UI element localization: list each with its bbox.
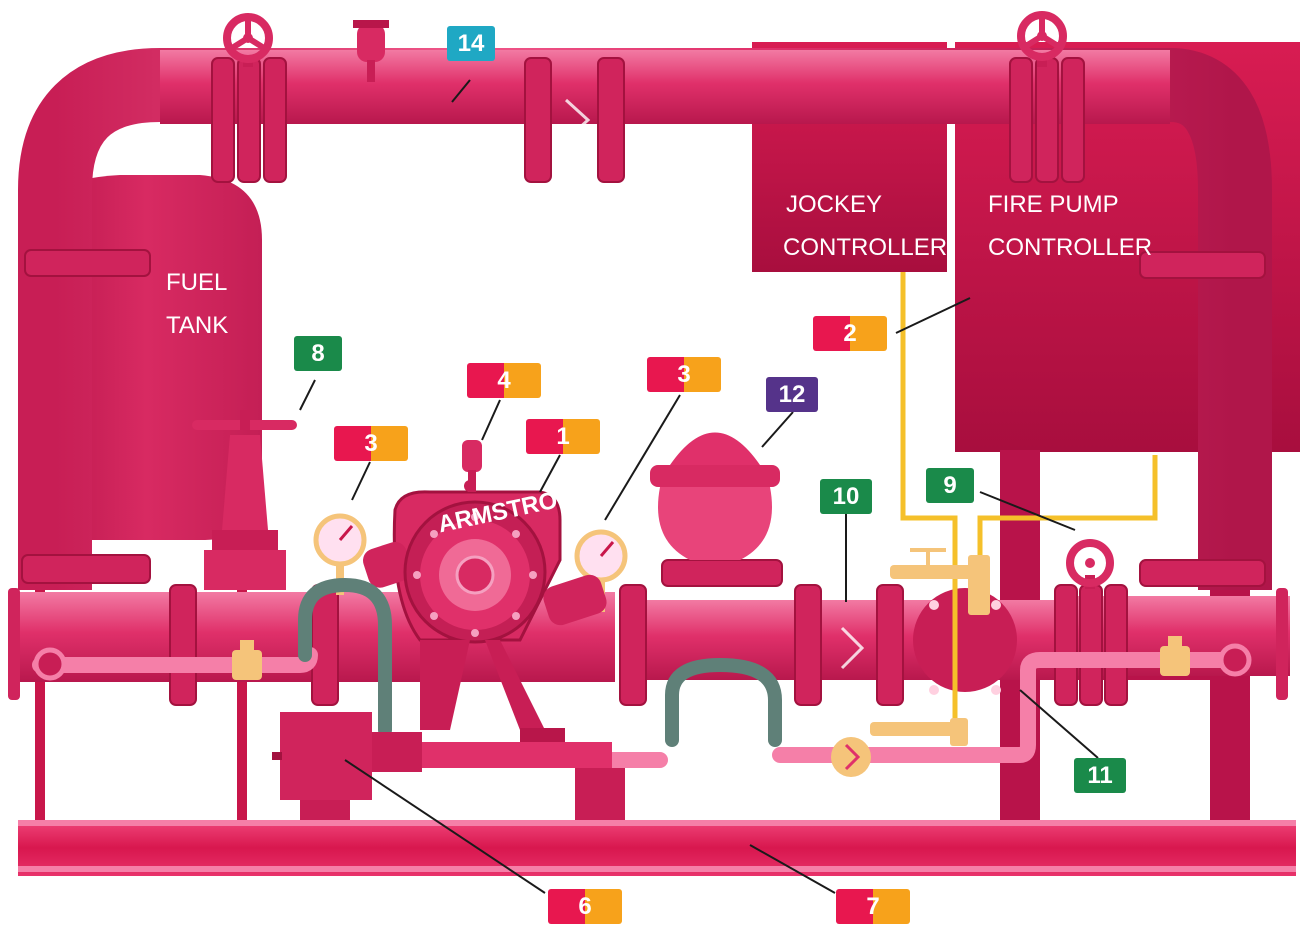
callout-9-number: 9 (943, 472, 956, 500)
pressure-relief-valve (650, 433, 780, 561)
callout-6-number: 6 (578, 893, 591, 921)
callout-3b-number: 3 (677, 361, 690, 389)
callout-11-number: 11 (1087, 762, 1112, 790)
callout-14-number: 14 (458, 30, 485, 58)
callout-4-number: 4 (497, 367, 510, 395)
fuel-tank-label-line1: FUEL (166, 269, 227, 296)
jockey-controller-label-line1: JOCKEY (786, 191, 882, 218)
callout-7-number: 7 (866, 893, 879, 921)
callout-6[interactable]: 6 (548, 889, 622, 924)
callout-12[interactable]: 12 (766, 377, 818, 412)
callout-8-number: 8 (311, 340, 324, 368)
callout-2-number: 2 (843, 320, 856, 348)
callout-1[interactable]: 1 (526, 419, 600, 454)
callout-12-number: 12 (779, 381, 806, 409)
callout-2[interactable]: 2 (813, 316, 887, 351)
drain-end-right (1221, 646, 1249, 674)
callout-3-suction[interactable]: 3 (334, 426, 408, 461)
callout-7[interactable]: 7 (836, 889, 910, 924)
fire-pump-controller-label-line1: FIRE PUMP (988, 191, 1119, 218)
callout-3a-number: 3 (364, 430, 377, 458)
callout-8[interactable]: 8 (294, 336, 342, 371)
callout-3-discharge[interactable]: 3 (647, 357, 721, 392)
callout-11[interactable]: 11 (1074, 758, 1126, 793)
base-rail (18, 820, 1296, 876)
callout-9[interactable]: 9 (926, 468, 974, 503)
fire-pump-controller-label-line2: CONTROLLER (988, 234, 1152, 261)
callout-4[interactable]: 4 (467, 363, 541, 398)
lower-handwheel (1070, 543, 1110, 589)
callout-10-number: 10 (833, 483, 860, 511)
jockey-controller-label-line2: CONTROLLER (783, 234, 947, 261)
fuel-tank-label-line2: TANK (166, 312, 228, 339)
callout-14[interactable]: 14 (447, 26, 495, 61)
callout-10[interactable]: 10 (820, 479, 872, 514)
drain-end-left (36, 650, 64, 678)
callout-1-number: 1 (556, 423, 569, 451)
